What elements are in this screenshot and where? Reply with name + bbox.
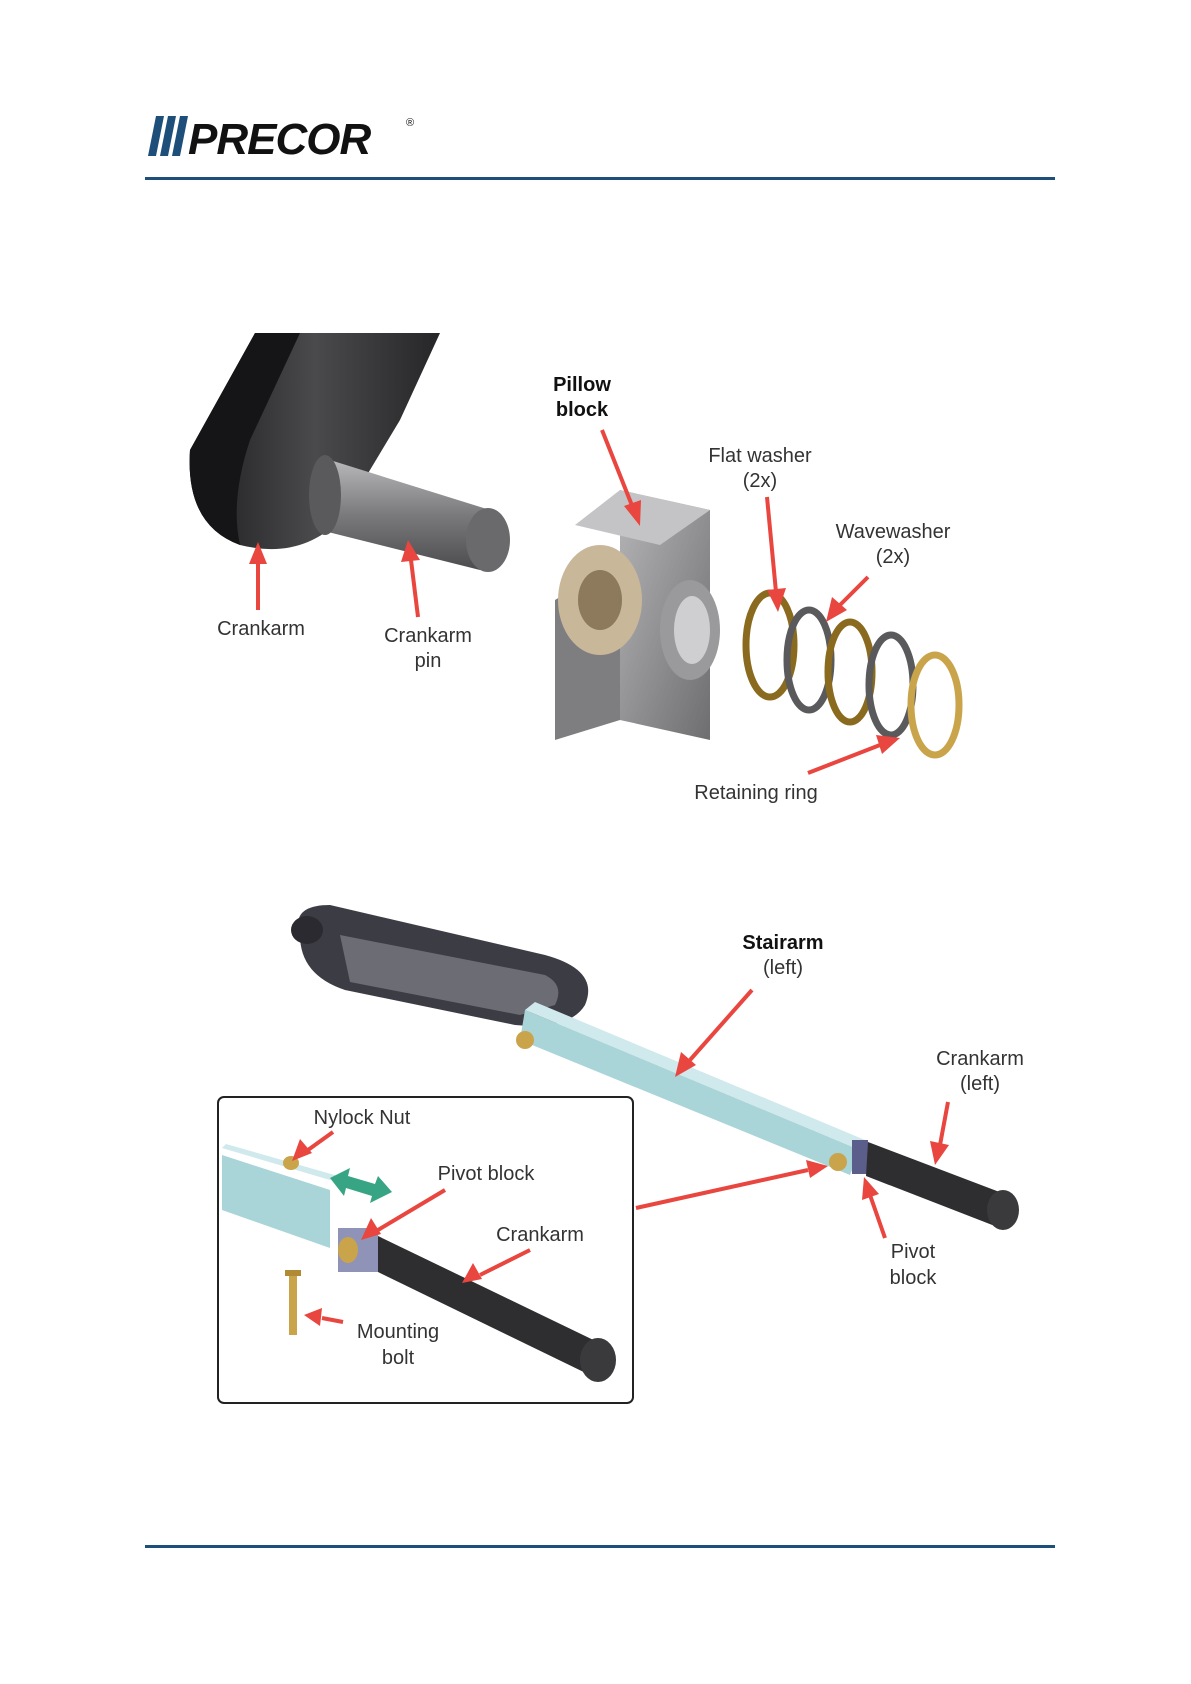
washer-stack-part: [746, 593, 959, 755]
precor-logo: PRECOR ®: [148, 112, 418, 162]
label-crankarm: Crankarm: [217, 618, 305, 640]
label-stairarm-line1: Stairarm: [742, 932, 823, 954]
label-crankarm-pin-line2: pin: [415, 650, 442, 672]
label-pivot-block-line2: block: [890, 1267, 938, 1289]
label-crankarm-left-line2: (left): [960, 1073, 1000, 1095]
label-stairarm-line2: (left): [763, 957, 803, 979]
label-flat-washer-line1: Flat washer: [708, 445, 812, 467]
label-retaining-ring: Retaining ring: [694, 782, 817, 804]
figure-pillow-block: Pillow block Flat washer (2x) Wavewasher…: [0, 320, 1191, 820]
label-pivot-block-line1: Pivot: [891, 1241, 936, 1263]
label-flat-washer-line2: (2x): [743, 470, 777, 492]
logo-wordmark: PRECOR: [188, 115, 371, 162]
footer-rule: [145, 1545, 1055, 1548]
figure-stairarm-assembly: Stairarm (left) Crankarm (left) Nylock N…: [0, 880, 1191, 1420]
label-crankarm-inset: Crankarm: [496, 1224, 584, 1246]
label-wavewasher-line1: Wavewasher: [836, 521, 951, 543]
header-rule: [145, 177, 1055, 180]
label-crankarm-pin-line1: Crankarm: [384, 625, 472, 647]
pillow-block-part: [555, 490, 720, 740]
label-pillow-block-line1: Pillow: [553, 374, 611, 396]
logo-registered-mark: ®: [406, 117, 414, 129]
label-pillow-block-line2: block: [556, 399, 609, 421]
label-nylock-nut: Nylock Nut: [314, 1107, 411, 1129]
label-mounting-bolt-line2: bolt: [382, 1347, 415, 1369]
logo-stripes-icon: [148, 116, 188, 156]
label-mounting-bolt-line1: Mounting: [357, 1321, 439, 1343]
crankarm-left-part: [866, 1142, 1019, 1230]
label-pivot-block-inset: Pivot block: [438, 1163, 536, 1185]
label-crankarm-left-line1: Crankarm: [936, 1048, 1024, 1070]
label-wavewasher-line2: (2x): [876, 546, 910, 568]
